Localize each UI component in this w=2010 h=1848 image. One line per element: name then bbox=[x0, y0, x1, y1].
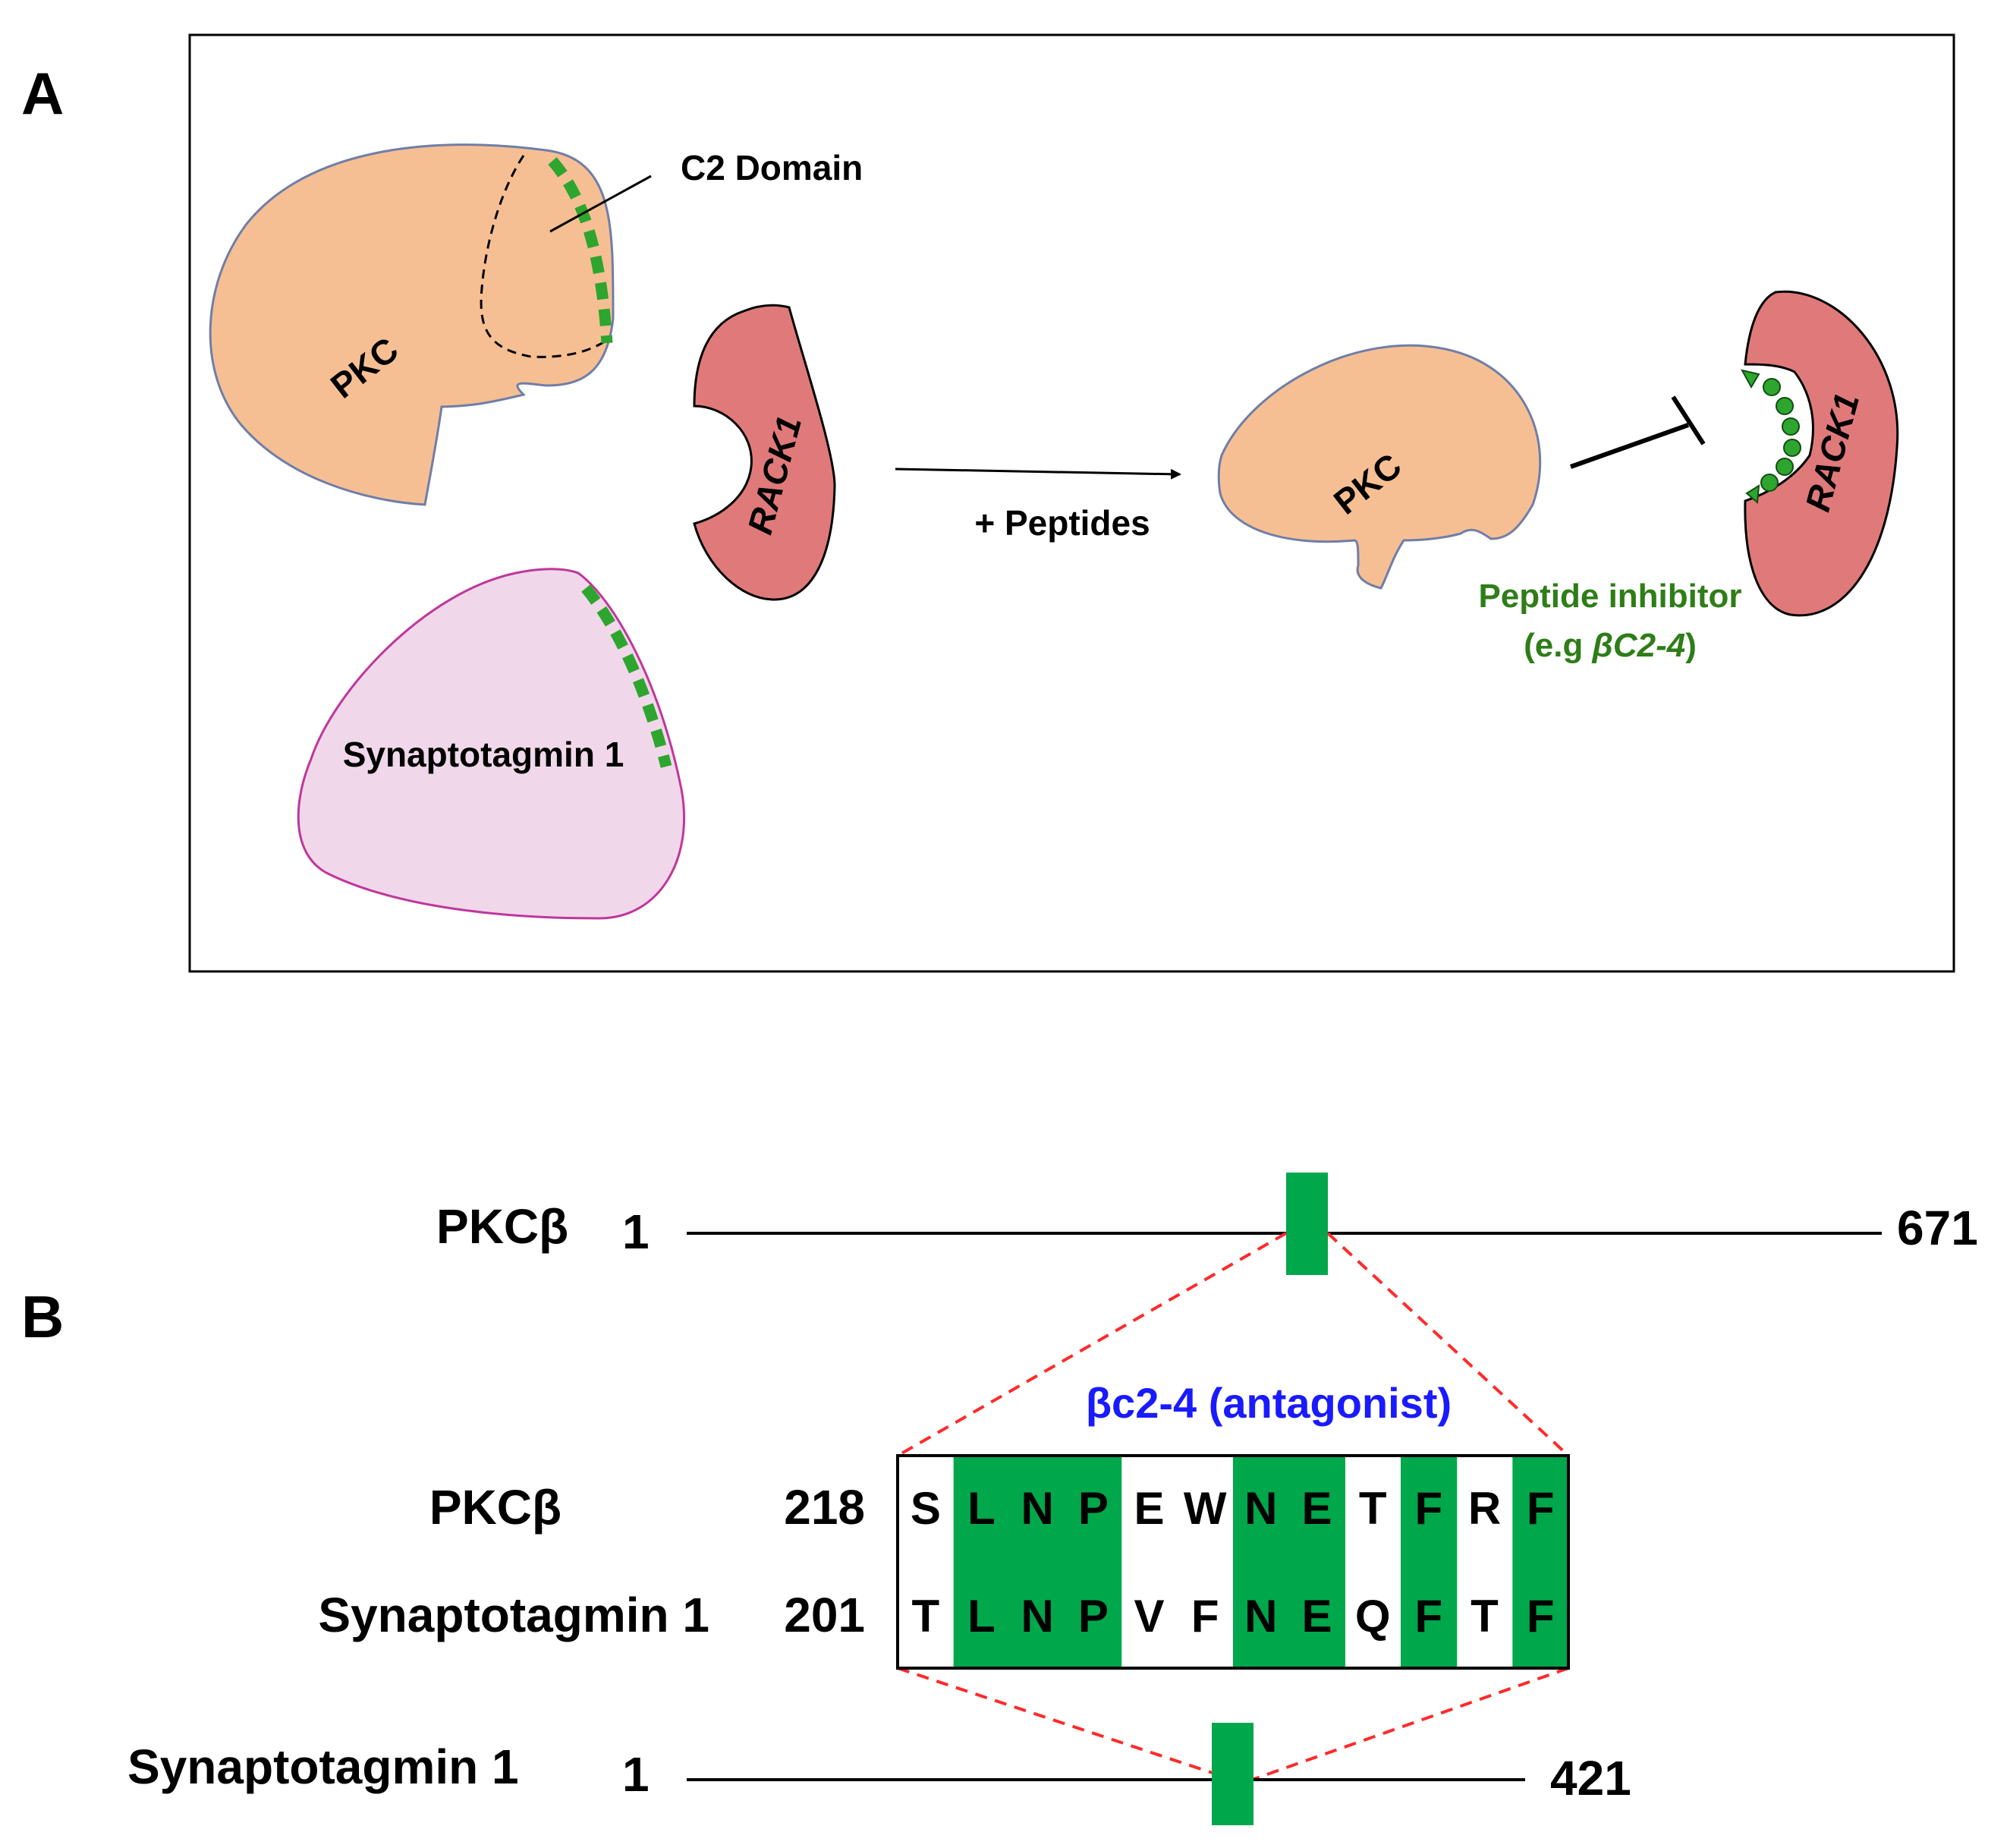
alignment-row-name-syt: Synaptotagmin 1 bbox=[318, 1588, 709, 1642]
residue: T bbox=[912, 1591, 940, 1642]
alignment-box bbox=[896, 1454, 1570, 1670]
peptide-bead bbox=[1763, 378, 1781, 396]
pkc-beta-start: 1 bbox=[622, 1204, 650, 1259]
residue: N bbox=[1021, 1591, 1053, 1642]
residue: E bbox=[1134, 1483, 1164, 1534]
residue: E bbox=[1301, 1483, 1332, 1534]
reaction-arrow bbox=[895, 468, 1181, 480]
residue: N bbox=[1244, 1591, 1277, 1642]
pkc-beta-name: PKCβ bbox=[436, 1199, 568, 1254]
inhibition-line bbox=[1569, 423, 1690, 469]
conserved-column bbox=[1288, 1456, 1345, 1668]
peptide-inhibitor-beads bbox=[1741, 369, 1801, 505]
peptide-bead bbox=[1782, 417, 1800, 436]
pkc-beta-end: 671 bbox=[1897, 1201, 1978, 1255]
peptide-bead bbox=[1741, 369, 1760, 389]
syt-start: 1 bbox=[622, 1747, 650, 1802]
synaptotagmin-label: Synaptotagmin 1 bbox=[343, 735, 624, 774]
residue: F bbox=[1415, 1483, 1443, 1534]
c2-binding-site-left bbox=[548, 157, 613, 344]
synaptotagmin-binding-site bbox=[581, 584, 672, 768]
syt-end: 421 bbox=[1550, 1751, 1631, 1805]
residue: N bbox=[1021, 1483, 1053, 1534]
residue: S bbox=[911, 1483, 941, 1534]
arrow-label: + Peptides bbox=[974, 503, 1150, 543]
conserved-column bbox=[953, 1456, 1010, 1668]
syt-name: Synaptotagmin 1 bbox=[127, 1739, 519, 1794]
residue: P bbox=[1078, 1591, 1109, 1642]
rack1-shape-right bbox=[1744, 290, 1899, 617]
residue: V bbox=[1134, 1591, 1164, 1642]
syt-c2-region bbox=[1212, 1723, 1253, 1825]
zoom-line-top-right bbox=[1326, 1232, 1570, 1457]
peptide-bead bbox=[1783, 439, 1801, 457]
residue: F bbox=[1191, 1591, 1219, 1642]
residue: L bbox=[967, 1483, 996, 1534]
residue: T bbox=[1471, 1591, 1499, 1642]
peptide-bead bbox=[1745, 484, 1760, 505]
pkc-beta-c2-4-region bbox=[1286, 1173, 1328, 1275]
peptide-bead bbox=[1776, 397, 1794, 415]
conserved-column bbox=[1009, 1456, 1066, 1668]
alignment-row-start-syt: 201 bbox=[784, 1588, 865, 1642]
panel-a-label: A bbox=[21, 60, 64, 127]
residue: F bbox=[1415, 1591, 1443, 1642]
synaptotagmin-shape bbox=[297, 568, 685, 920]
alignment-row-name-pkc: PKCβ bbox=[429, 1480, 561, 1535]
peptide-inhibitor-label: Peptide inhibitor bbox=[1478, 578, 1741, 615]
c2-domain-boundary bbox=[480, 155, 608, 358]
residue: L bbox=[967, 1591, 996, 1642]
pkc-shape-right bbox=[1217, 344, 1542, 590]
zoom-line-bottom-left bbox=[897, 1667, 1234, 1781]
rack1-shape-left bbox=[693, 304, 836, 601]
conserved-column bbox=[1512, 1456, 1569, 1668]
panel-a-frame bbox=[188, 33, 1955, 973]
residue: N bbox=[1244, 1483, 1277, 1534]
residue: F bbox=[1527, 1591, 1555, 1642]
pkc-shape-left bbox=[209, 143, 615, 506]
residue: Q bbox=[1355, 1591, 1391, 1642]
panel-b-label: B bbox=[21, 1283, 64, 1350]
conserved-column bbox=[1065, 1456, 1122, 1668]
residue: T bbox=[1359, 1483, 1387, 1534]
residue: W bbox=[1184, 1483, 1227, 1534]
zoom-line-bottom-right bbox=[1251, 1667, 1569, 1781]
alignment-row-start-pkc: 218 bbox=[784, 1480, 865, 1535]
residue: P bbox=[1078, 1483, 1109, 1534]
peptide-bead bbox=[1776, 458, 1794, 476]
c2-leader-line bbox=[549, 175, 652, 233]
antagonist-label: βc2-4 (antagonist) bbox=[1086, 1379, 1452, 1427]
conserved-column bbox=[1233, 1456, 1290, 1668]
residue: R bbox=[1468, 1483, 1501, 1534]
peptide-inhibitor-example: (e.g βC2-4) bbox=[1524, 627, 1697, 664]
conserved-column bbox=[1401, 1456, 1458, 1668]
zoom-line-top-left bbox=[897, 1232, 1287, 1457]
residue: F bbox=[1527, 1483, 1555, 1534]
inhibition-bar bbox=[1671, 395, 1706, 445]
peptide-bead bbox=[1760, 474, 1779, 492]
c2-domain-label: C2 Domain bbox=[681, 148, 863, 187]
residue: E bbox=[1301, 1591, 1332, 1642]
